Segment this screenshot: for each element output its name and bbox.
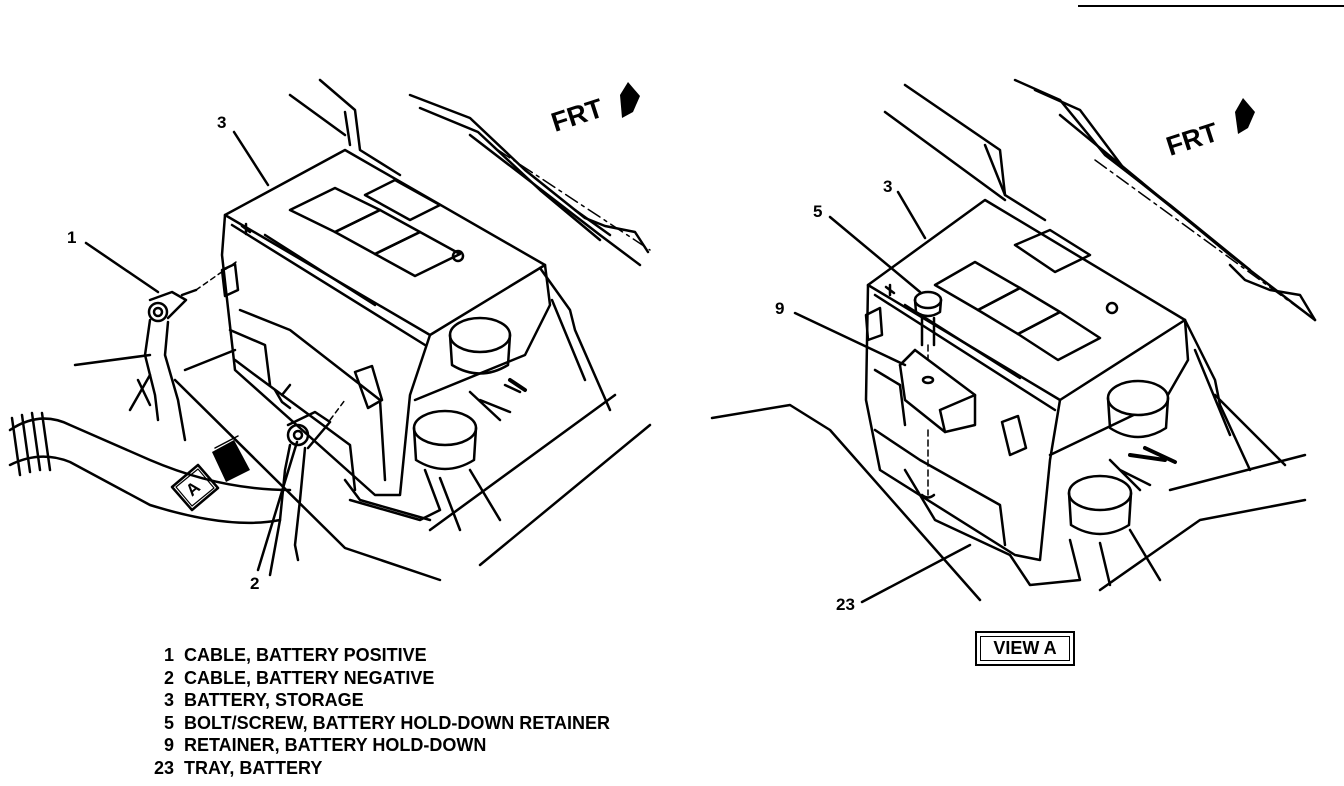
legend-item-number: 23 bbox=[153, 757, 174, 778]
left-leader-1 bbox=[84, 241, 160, 294]
right-hold-down bbox=[898, 290, 977, 499]
right-battery bbox=[864, 198, 1190, 587]
right-leader-9 bbox=[793, 311, 907, 367]
right-body-structure bbox=[710, 78, 1317, 602]
legend-item-text: TRAY, BATTERY bbox=[184, 757, 323, 778]
right-leader-5 bbox=[828, 215, 922, 294]
right-callout-23: 23 bbox=[836, 595, 855, 614]
legend-item: 5 BOLT/SCREW, BATTERY HOLD-DOWN RETAINER bbox=[140, 712, 610, 735]
view-a-label-text: VIEW A bbox=[993, 638, 1057, 658]
left-frt-arrow-icon bbox=[620, 82, 640, 118]
legend-item-number: 2 bbox=[163, 667, 174, 688]
right-callout-5: 5 bbox=[813, 202, 822, 221]
right-callout-3: 3 bbox=[883, 177, 892, 196]
right-frt-indicator: FRT bbox=[1163, 98, 1255, 162]
legend-item-number: 3 bbox=[163, 690, 174, 710]
view-a-marker-label: A bbox=[182, 478, 204, 500]
legend-item-text: RETAINER, BATTERY HOLD-DOWN bbox=[184, 735, 487, 755]
top-rule bbox=[1078, 5, 1344, 7]
legend-item-text: BATTERY, STORAGE bbox=[184, 690, 364, 710]
legend-item: 23 TRAY, BATTERY bbox=[140, 757, 610, 780]
left-leader-3 bbox=[232, 130, 270, 187]
legend-item-text: CABLE, BATTERY POSITIVE bbox=[184, 645, 427, 665]
legend-item-text: CABLE, BATTERY NEGATIVE bbox=[184, 667, 435, 688]
left-battery bbox=[220, 148, 552, 532]
view-a-label: VIEW A bbox=[975, 631, 1075, 666]
parts-legend: 1 CABLE, BATTERY POSITIVE 2 CABLE, BATTERY … bbox=[140, 644, 610, 779]
right-view: FRT 5 3 9 23 bbox=[710, 78, 1317, 614]
left-frt-label: FRT bbox=[548, 93, 608, 138]
legend-item-number: 1 bbox=[163, 645, 174, 665]
legend-item: 9 RETAINER, BATTERY HOLD-DOWN bbox=[140, 734, 610, 757]
legend-item-number: 5 bbox=[163, 712, 174, 733]
right-frt-arrow-icon bbox=[1235, 98, 1255, 134]
right-frt-label: FRT bbox=[1163, 117, 1223, 162]
left-view: A FRT 1 3 2 bbox=[8, 78, 652, 593]
legend-item: 1 CABLE, BATTERY POSITIVE bbox=[140, 644, 610, 667]
left-callout-2: 2 bbox=[250, 574, 259, 593]
legend-item: 3 BATTERY, STORAGE bbox=[140, 689, 610, 712]
legend-item-number: 9 bbox=[163, 735, 174, 755]
left-cables bbox=[8, 261, 346, 577]
legend-item-text: BOLT/SCREW, BATTERY HOLD-DOWN RETAINER bbox=[184, 712, 610, 733]
legend-item: 2 CABLE, BATTERY NEGATIVE bbox=[140, 667, 610, 690]
right-leader-3 bbox=[896, 190, 927, 240]
left-leader-2 bbox=[256, 440, 299, 572]
left-body-structure bbox=[73, 78, 652, 582]
left-frt-indicator: FRT bbox=[548, 82, 640, 138]
right-callout-9: 9 bbox=[775, 299, 784, 318]
right-leader-23 bbox=[860, 543, 972, 604]
left-callout-3: 3 bbox=[217, 113, 226, 132]
left-callout-1: 1 bbox=[67, 228, 76, 247]
